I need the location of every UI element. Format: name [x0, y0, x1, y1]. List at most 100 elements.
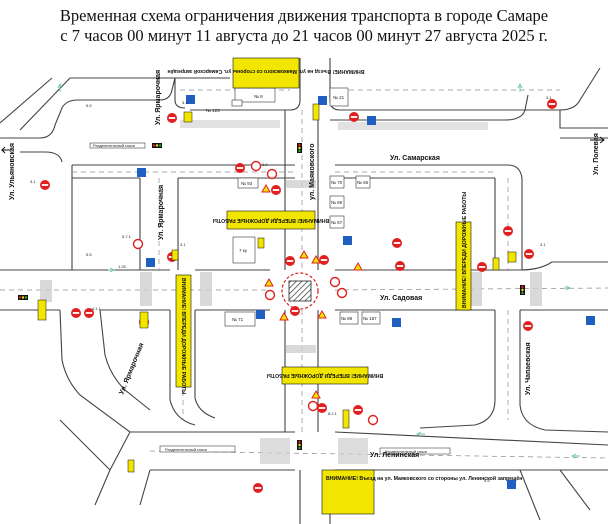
no-entry-sign-icon — [392, 238, 402, 248]
building — [329, 175, 345, 189]
road-works-sign-icon — [311, 389, 321, 399]
one-way-sign-icon — [137, 168, 146, 177]
street-name-samarskaya: Ул. Самарская — [390, 155, 440, 162]
notice-right-text: ВНИМАНИЕ! ВПЕРЕДИ ДОРОЖНЫЕ РАБОТЫ — [462, 192, 468, 308]
street-name-yarmarochnaya-bottom: Ул. Ярмарочная — [118, 342, 145, 396]
one-way-sign-icon — [507, 480, 516, 489]
sign-code: 3.1 — [540, 242, 546, 247]
sign-code: 5.5 — [86, 103, 92, 108]
building-number: № 67 — [331, 220, 343, 225]
lane-arrow-icon — [564, 285, 572, 291]
direction-sign-icon — [392, 318, 401, 327]
direction-sign-icon — [343, 236, 352, 245]
sign-codes: 3.1 5.5 3.1 3.1 5.7.1 5.5 3.1 1.25 4.1.1… — [30, 95, 552, 483]
building-number: № 123 — [206, 108, 220, 113]
building-number: № 89 — [341, 316, 353, 321]
street-name-sadovaya: Ул. Садовая — [380, 295, 422, 302]
building-number: № 69 — [331, 200, 343, 205]
notice-center-text: ВНИМАНИЕ! ВПЕРЕДИ ДОРОЖНЫЕ РАБОТЫ — [213, 217, 329, 223]
traffic-light-icon — [297, 440, 302, 450]
divider-label-left: Разделительный газон — [165, 447, 207, 452]
divider-lawns: Разделительный газон Разделительный газо… — [89, 142, 451, 455]
street-name-yarmarochnaya-top: Ул. Ярмарочная — [155, 70, 162, 125]
barriers — [37, 103, 517, 473]
building — [339, 311, 359, 325]
building-number: № 93 — [241, 181, 253, 186]
building — [224, 311, 256, 327]
road-works-sign-icon — [353, 261, 363, 271]
prohibition-signs — [132, 160, 379, 426]
no-turn-sign-icon — [266, 168, 278, 180]
building — [355, 175, 371, 189]
warning-signs — [261, 183, 363, 399]
notice-bottom-small-text: ВНИМАНИЕ! Въезд на ул. Маяковского со ст… — [326, 475, 522, 482]
road-works-sign-icon — [299, 249, 309, 259]
road-works-sign-icon — [311, 254, 321, 264]
building — [329, 215, 345, 229]
no-entry-sign-icon — [547, 99, 557, 109]
building — [329, 87, 349, 107]
building — [237, 177, 259, 189]
map-title: Временная схема ограничения движения тра… — [0, 6, 608, 46]
building-number: 7 ку — [239, 248, 248, 253]
lane-arrow-icon — [517, 82, 523, 92]
arrow-right-icon — [599, 136, 605, 144]
street-name-yarmarochnaya-mid: Ул. Ярмарочная — [158, 185, 165, 240]
no-entry-sign-icon — [167, 113, 177, 123]
road-works-sign-icon — [264, 277, 274, 287]
no-entry-sign-icon — [349, 112, 359, 122]
no-entry-sign-icon — [271, 185, 281, 195]
sign-code: 8.2.1 — [328, 411, 338, 416]
work-zone — [281, 272, 319, 310]
traffic-light-icon — [297, 143, 302, 153]
sign-code: 3.2 — [262, 162, 268, 167]
street-name-ulyanovskaya: Ул. Ульяновская — [9, 143, 16, 200]
notice-bottom-small: ВНИМАНИЕ! Въезд на ул. Маяковского со ст… — [321, 469, 522, 515]
street-labels: Ул. Ульяновская Ул. Ярмарочная Ул. Ярмар… — [9, 70, 600, 459]
direction-sign-icon — [186, 95, 195, 104]
notice-center: ВНИМАНИЕ! ВПЕРЕДИ ДОРОЖНЫЕ РАБОТЫ — [213, 210, 329, 230]
no-turn-sign-icon — [336, 287, 348, 299]
sign-code: 1.25 — [118, 264, 127, 269]
sign-code: 5.5 — [86, 252, 92, 257]
notice-left-text: ВНИМАНИЕ! ВПЕРЕДИ ДОРОЖНЫЕ РАБОТЫ — [180, 278, 186, 394]
no-entry-sign-icon — [319, 255, 329, 265]
divider-label-mid: Разделительный газон — [385, 449, 427, 454]
street-name-mayakovskogo: ул. Маяковского — [309, 143, 316, 200]
no-turn-sign-icon — [264, 289, 276, 301]
street-name-chapaevskaya: Ул. Чапаевская — [525, 342, 532, 395]
traffic-light-icon — [520, 285, 525, 295]
notice-boxes: ВНИМАНИЕ! Въезд на ул. Маяковского со ст… — [168, 57, 522, 515]
no-entry-sign-icon — [84, 308, 94, 318]
sign-code: 3.1 — [182, 100, 188, 105]
building-number: № 187 — [363, 316, 377, 321]
crosswalks — [40, 120, 542, 464]
lane-arrow-icon — [570, 453, 580, 459]
one-way-sign-icon — [586, 316, 595, 325]
no-entry-sign-icon — [523, 321, 533, 331]
no-turn-sign-icon — [250, 160, 262, 172]
no-entry-sign-icon — [477, 262, 487, 272]
sign-code: 5.5 — [484, 478, 490, 483]
no-turn-sign-icon — [329, 276, 341, 288]
no-entry-signs — [40, 99, 557, 493]
no-entry-sign-icon — [290, 306, 300, 316]
no-turn-sign-icon — [367, 414, 379, 426]
divider-label-right: Разделительный газон — [93, 143, 135, 148]
notice-left: ВНИМАНИЕ! ВПЕРЕДИ ДОРОЖНЫЕ РАБОТЫ — [175, 274, 192, 394]
one-way-sign-icon — [146, 258, 155, 267]
no-turn-sign-icon — [132, 238, 144, 250]
building-number: № 70 — [331, 180, 343, 185]
no-entry-sign-icon — [235, 163, 245, 173]
sign-code: 3.1 — [30, 179, 36, 184]
no-entry-sign-icon — [285, 256, 295, 266]
road-works-sign-icon — [279, 311, 289, 321]
traffic-light-icon — [152, 143, 162, 148]
lane-arrow-icon — [108, 267, 116, 273]
no-entry-sign-icon — [395, 261, 405, 271]
direction-sign-icon — [367, 116, 376, 125]
no-entry-sign-icon — [524, 249, 534, 259]
building — [232, 236, 256, 264]
building-number: № 71 — [232, 317, 244, 322]
building-number: № 65 — [357, 180, 369, 185]
